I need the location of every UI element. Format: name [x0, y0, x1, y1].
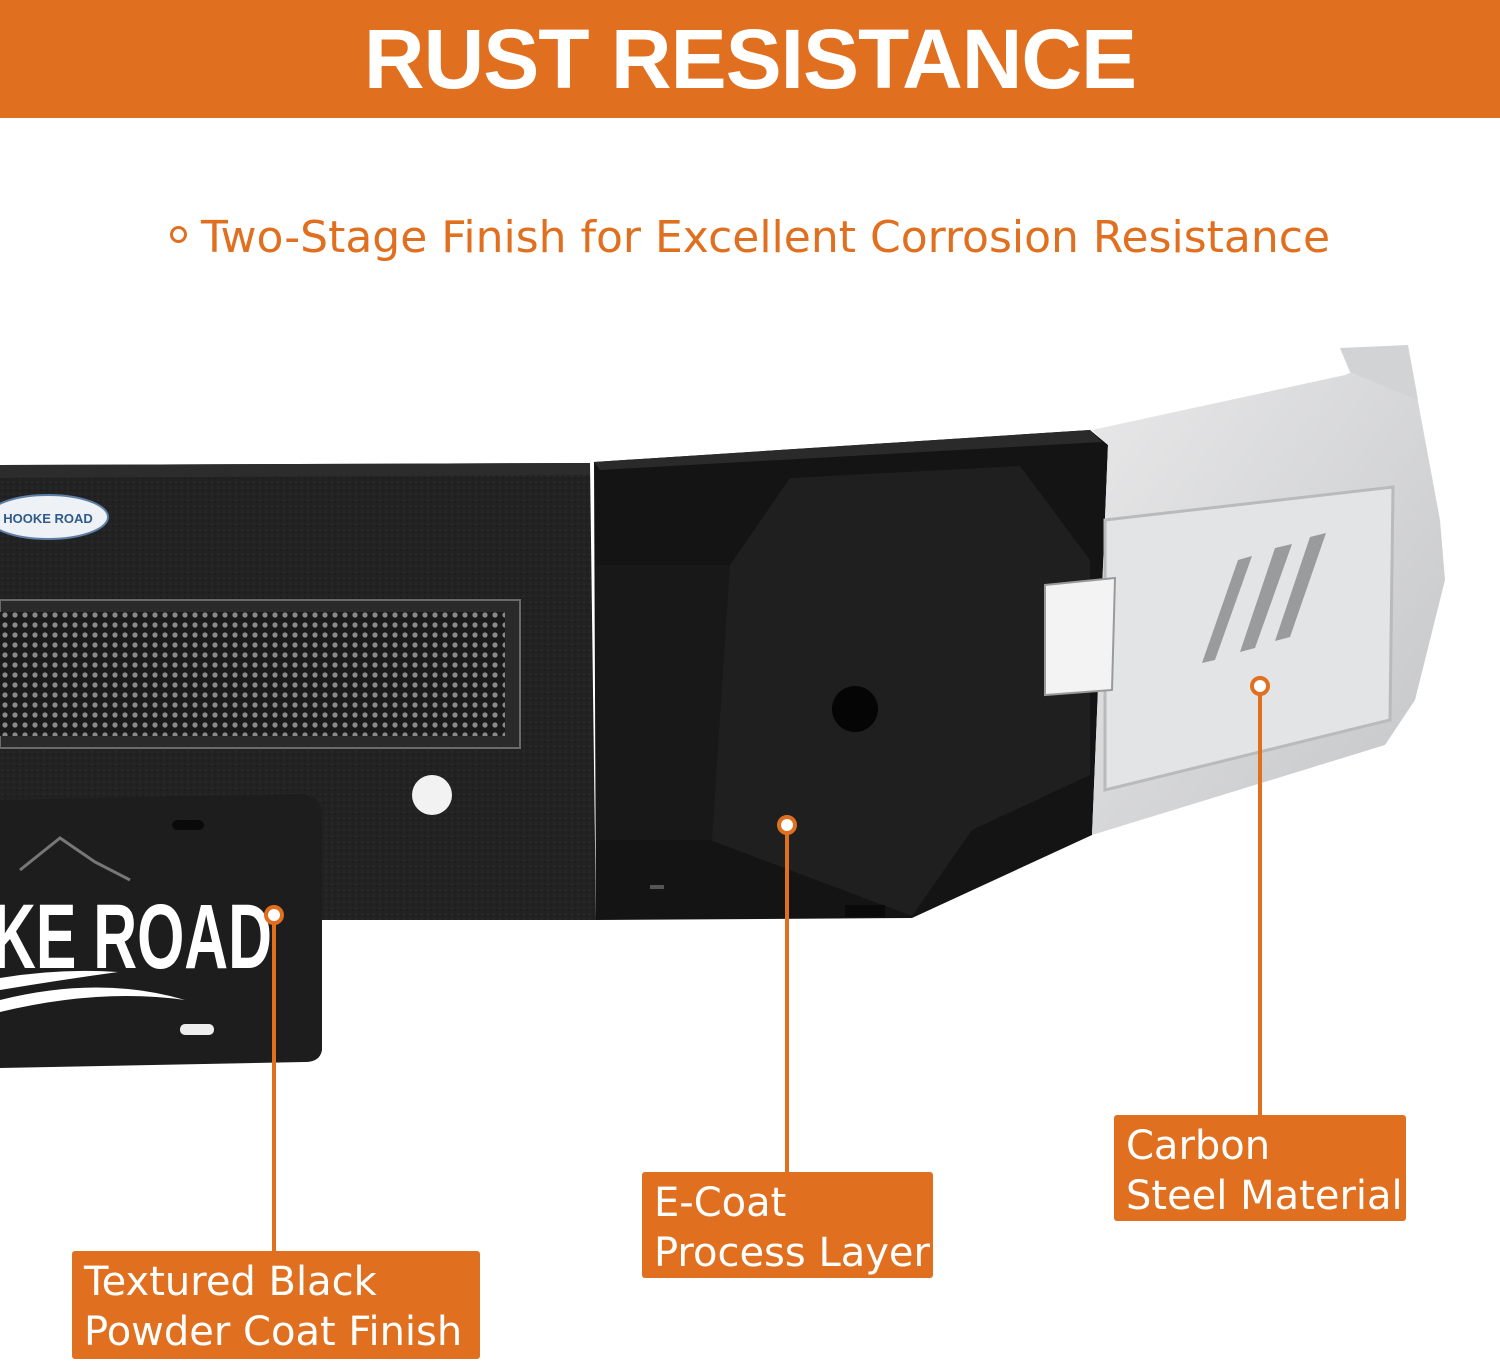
- bolt-hole: [412, 775, 452, 815]
- callout-line: Steel Material: [1126, 1173, 1403, 1219]
- brand-badge-text: HOOKE ROAD: [3, 511, 93, 526]
- subtitle-line: Two-Stage Finish for Excellent Corrosion…: [0, 208, 1500, 268]
- silver-end-section: [1044, 345, 1445, 835]
- callout-line: Process Layer: [654, 1230, 930, 1276]
- plate-text: KE ROAD: [0, 886, 272, 988]
- mount-hole: [832, 686, 878, 732]
- marker-dot-icon: [264, 905, 284, 925]
- brand-badge: HOOKE ROAD: [0, 494, 109, 540]
- banner-title: RUST RESISTANCE: [363, 12, 1137, 106]
- license-plate: KE ROAD: [0, 794, 322, 1068]
- callout-e-coat: E-Coat Process Layer: [642, 1172, 933, 1278]
- callout-line: Powder Coat Finish: [84, 1309, 463, 1355]
- marker-dot-icon: [777, 815, 797, 835]
- ring-bullet-icon: [169, 225, 187, 243]
- callout-carbon-steel: Carbon Steel Material: [1114, 1115, 1406, 1221]
- callout-powder-coat: Textured Black Powder Coat Finish: [72, 1251, 480, 1359]
- title-banner: RUST RESISTANCE: [0, 0, 1500, 118]
- callout-line: E-Coat: [654, 1180, 787, 1226]
- marker-dot-icon: [1250, 676, 1270, 696]
- subtitle-text: Two-Stage Finish for Excellent Corrosion…: [200, 212, 1331, 263]
- middle-bumper-section: [594, 430, 1108, 920]
- mesh-grille: [0, 612, 505, 736]
- callout-line: Carbon: [1126, 1123, 1271, 1169]
- callout-leaders: [264, 676, 1270, 1252]
- callout-line: Textured Black: [84, 1259, 377, 1305]
